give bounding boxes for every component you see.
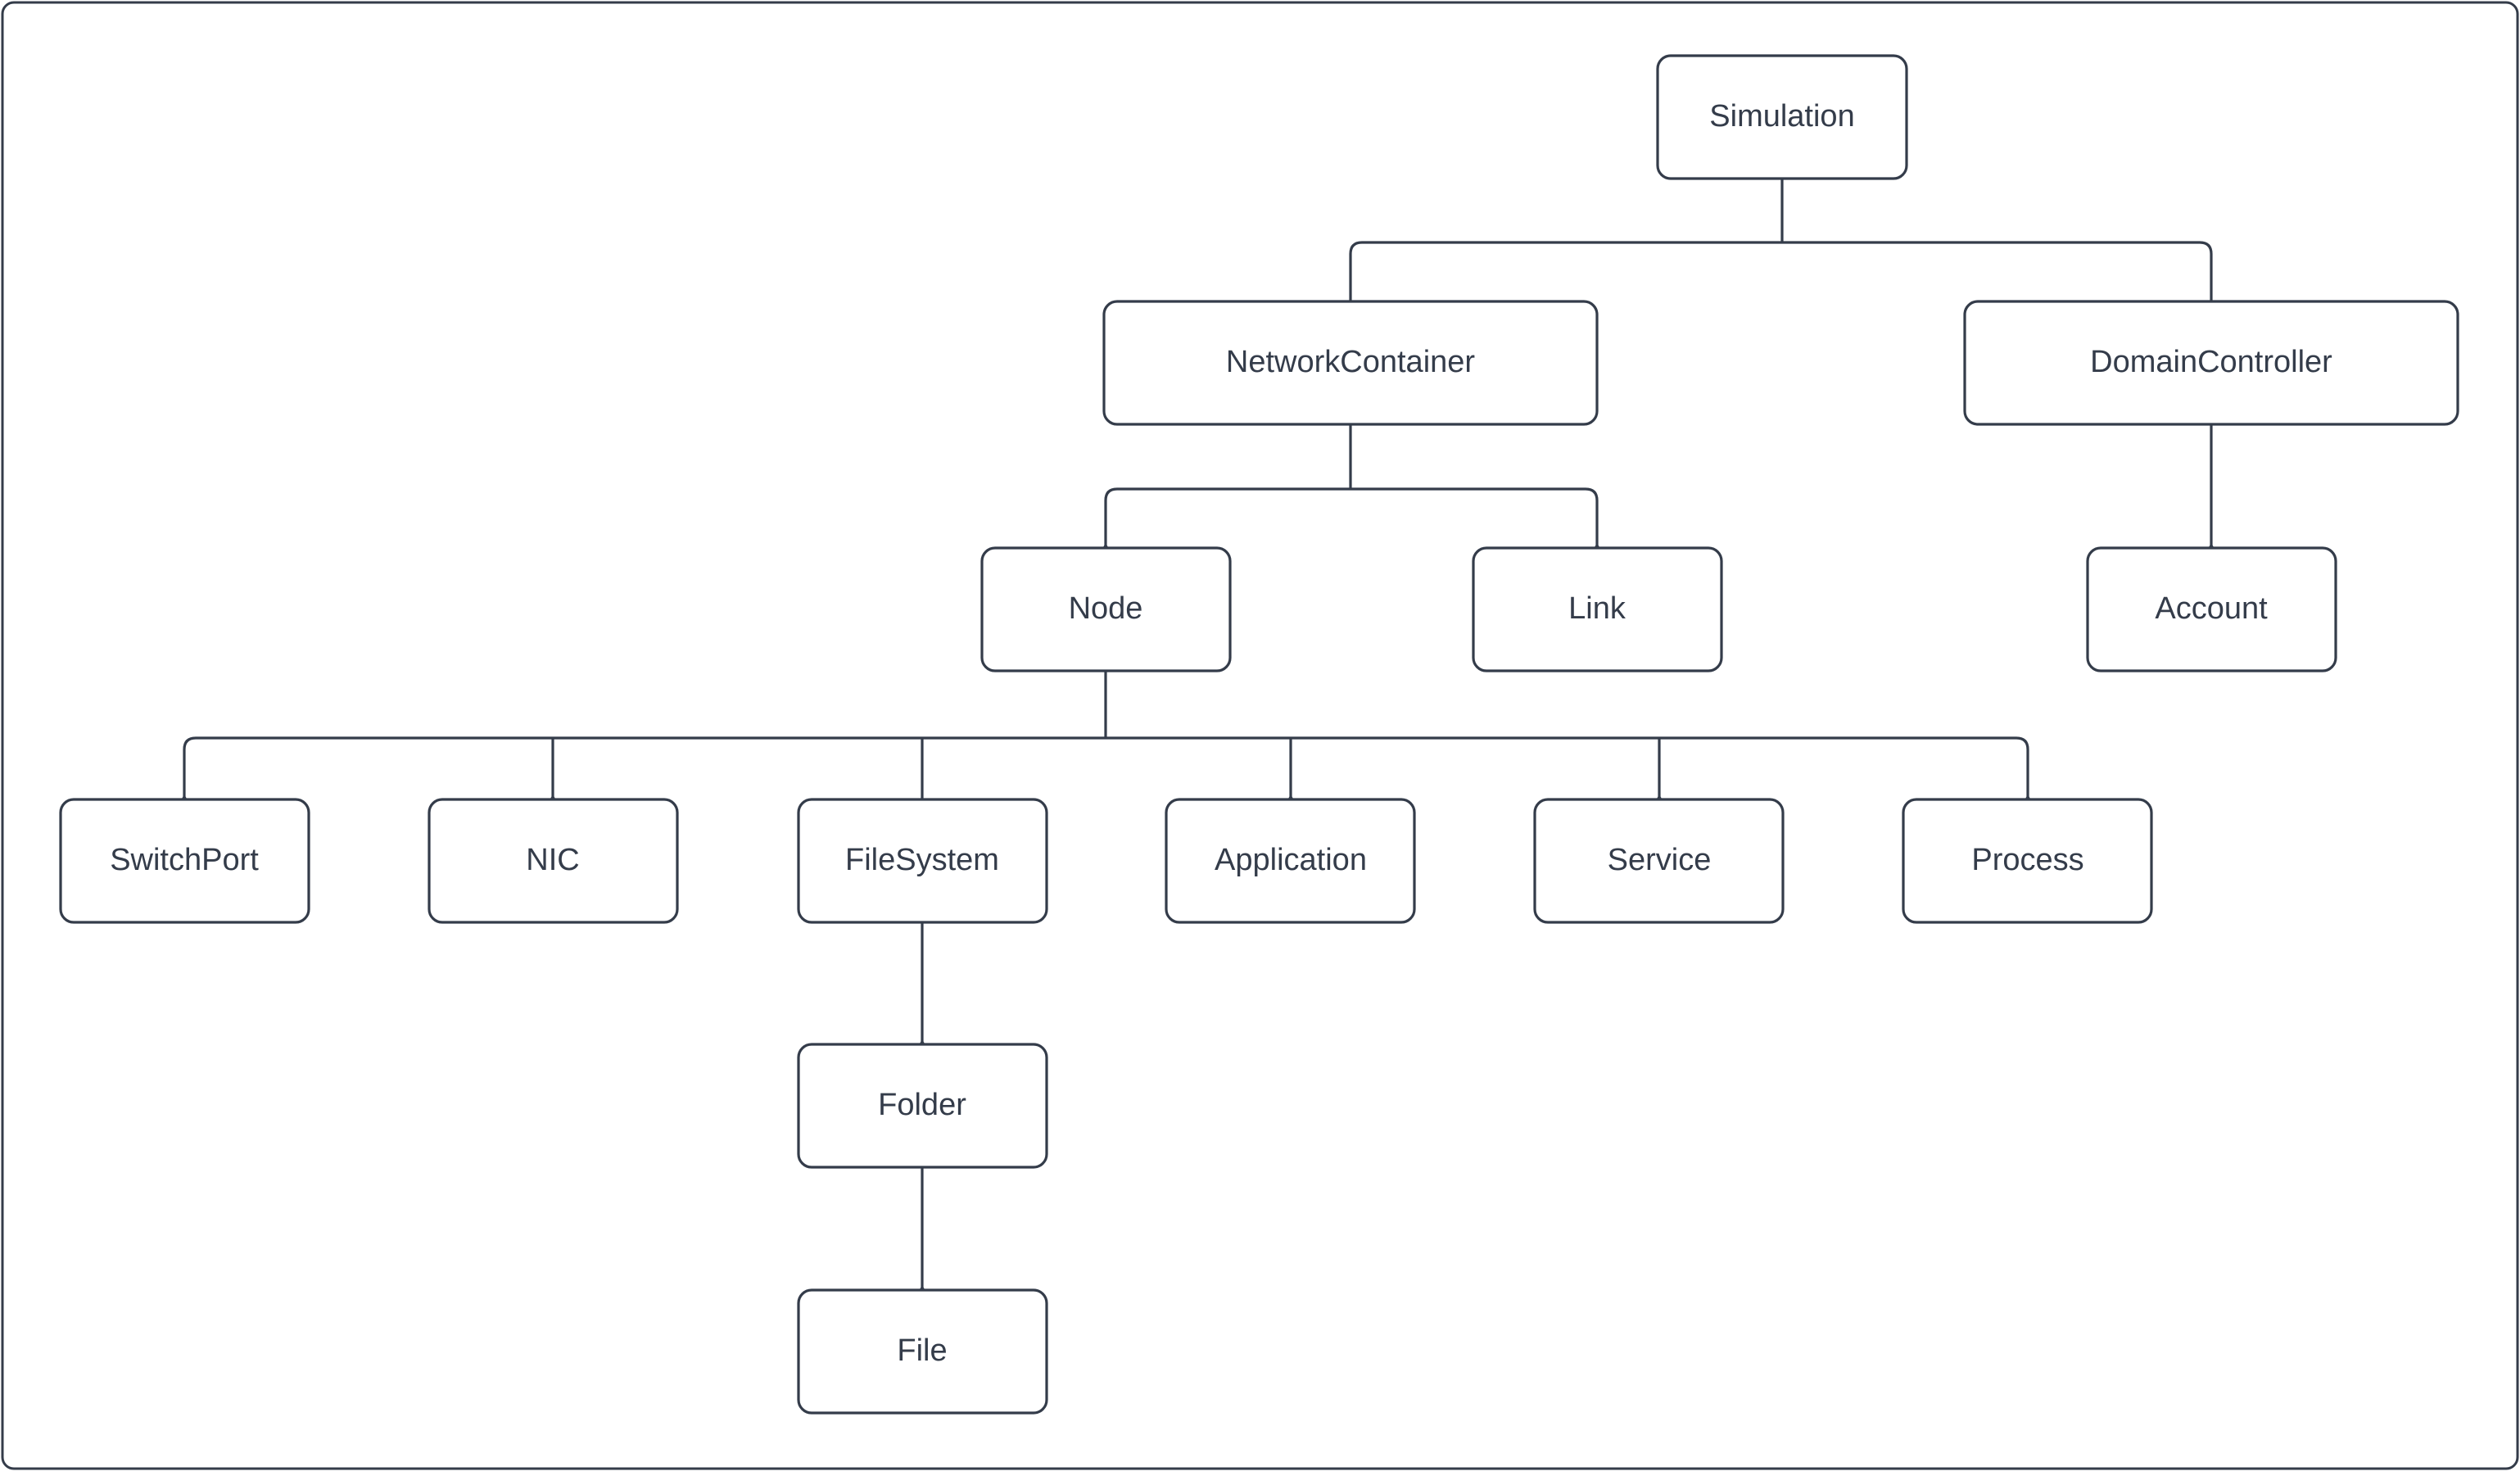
class-node-label-account: Account bbox=[2155, 591, 2268, 626]
class-node-file[interactable]: File bbox=[797, 1288, 1048, 1415]
class-node-label-service: Service bbox=[1608, 843, 1712, 877]
class-node-process[interactable]: Process bbox=[1902, 798, 2153, 924]
class-node-label-networkcontainer: NetworkContainer bbox=[1226, 345, 1475, 379]
class-node-box-networkcontainer[interactable] bbox=[1102, 300, 1599, 426]
class-node-box-node[interactable] bbox=[980, 546, 1232, 672]
edge-netcon-link bbox=[1585, 487, 1599, 546]
class-node-filesystem[interactable]: FileSystem bbox=[797, 798, 1048, 924]
class-node-account[interactable]: Account bbox=[2086, 546, 2337, 672]
class-node-label-switchport: SwitchPort bbox=[110, 843, 259, 877]
class-node-networkcontainer[interactable]: NetworkContainer bbox=[1102, 300, 1599, 426]
class-node-box-switchport[interactable] bbox=[59, 798, 310, 924]
class-node-switchport[interactable]: SwitchPort bbox=[59, 798, 310, 924]
class-node-box-account[interactable] bbox=[2086, 546, 2337, 672]
class-node-label-nic: NIC bbox=[526, 843, 579, 877]
class-node-label-folder: Folder bbox=[878, 1088, 966, 1122]
edge-node-process bbox=[2016, 736, 2029, 797]
class-node-domaincontroller[interactable]: DomainController bbox=[1963, 300, 2459, 426]
class-node-nic[interactable]: NIC bbox=[428, 798, 679, 924]
class-node-label-process: Process bbox=[1971, 843, 2083, 877]
class-node-node[interactable]: Node bbox=[980, 546, 1232, 672]
class-node-simulation[interactable]: Simulation bbox=[1656, 54, 1908, 180]
class-node-box-domaincontroller[interactable] bbox=[1963, 300, 2459, 426]
edge-netcon-node bbox=[1104, 487, 1118, 546]
class-node-label-node: Node bbox=[1069, 591, 1143, 626]
class-node-label-file: File bbox=[897, 1333, 947, 1368]
class-node-box-nic[interactable] bbox=[428, 798, 679, 924]
edge-sim-networkcontainer bbox=[1349, 241, 1363, 301]
class-node-service[interactable]: Service bbox=[1533, 798, 1785, 924]
class-node-box-application[interactable] bbox=[1165, 798, 1416, 924]
class-node-label-simulation: Simulation bbox=[1709, 99, 1854, 134]
class-node-folder[interactable]: Folder bbox=[797, 1043, 1048, 1169]
class-node-box-link[interactable] bbox=[1472, 546, 1723, 672]
class-node-box-simulation[interactable] bbox=[1656, 54, 1908, 180]
edge-sim-domaincontroller bbox=[2199, 241, 2213, 301]
class-node-label-application: Application bbox=[1215, 843, 1367, 877]
class-node-box-service[interactable] bbox=[1533, 798, 1785, 924]
class-node-box-filesystem[interactable] bbox=[797, 798, 1048, 924]
edge-node-switchport bbox=[183, 736, 197, 797]
class-node-box-folder[interactable] bbox=[797, 1043, 1048, 1169]
class-node-box-process[interactable] bbox=[1902, 798, 2153, 924]
class-node-box-file[interactable] bbox=[797, 1288, 1048, 1415]
class-node-link[interactable]: Link bbox=[1472, 546, 1723, 672]
class-node-application[interactable]: Application bbox=[1165, 798, 1416, 924]
class-node-label-domaincontroller: DomainController bbox=[2090, 345, 2332, 379]
class-node-label-filesystem: FileSystem bbox=[845, 843, 999, 877]
class-node-label-link: Link bbox=[1568, 591, 1626, 626]
